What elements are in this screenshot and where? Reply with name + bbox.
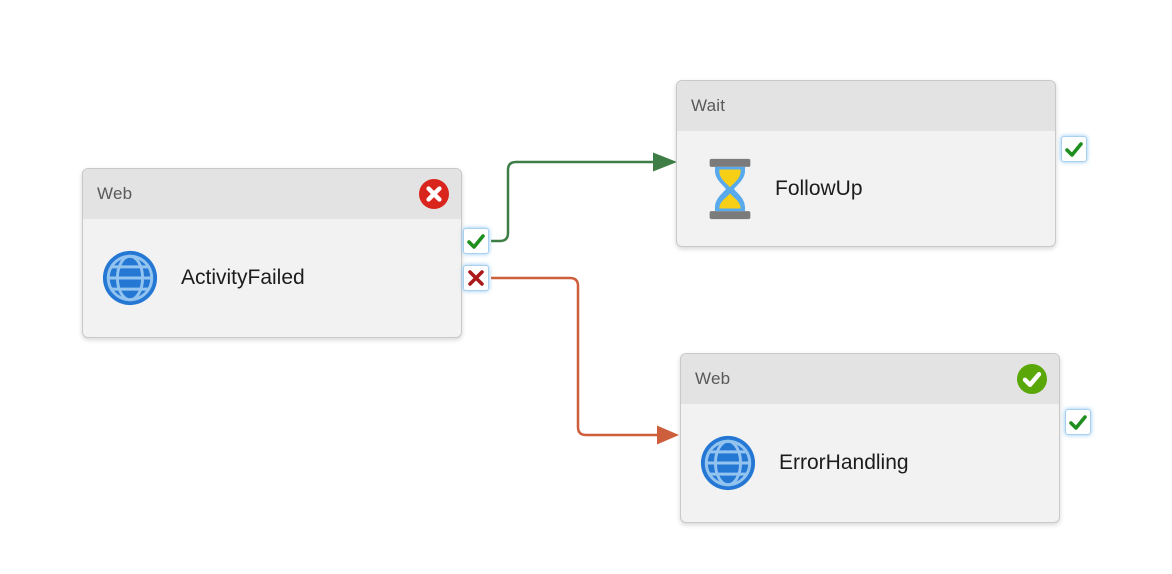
- web-globe-icon: [102, 250, 158, 306]
- activity-name: ErrorHandling: [779, 451, 909, 474]
- success-edge[interactable]: [491, 152, 677, 243]
- activity-body: FollowUp: [677, 131, 1055, 247]
- failure-edge[interactable]: [491, 276, 679, 445]
- failure-port[interactable]: [463, 265, 489, 291]
- activity-type-label: Web: [695, 369, 731, 388]
- activity-name: FollowUp: [775, 177, 863, 200]
- success-port[interactable]: [463, 228, 489, 254]
- activity-header: Wait: [677, 81, 1055, 131]
- check-icon: [1069, 415, 1087, 430]
- failed-status-badge: [419, 179, 449, 209]
- cross-icon: [468, 270, 484, 286]
- activity-node-activityfailed[interactable]: Web ActivityFailed: [82, 168, 462, 338]
- succeeded-status-badge: [1017, 364, 1047, 394]
- activity-node-errorhandling[interactable]: Web ErrorHandling: [680, 353, 1060, 523]
- check-icon: [1065, 142, 1083, 157]
- activity-type-label: Web: [97, 184, 133, 203]
- wait-hourglass-icon: [709, 158, 751, 220]
- activity-node-followup[interactable]: Wait FollowUp: [676, 80, 1056, 247]
- check-icon: [467, 234, 485, 249]
- activity-header: Web: [83, 169, 461, 219]
- activity-type-label: Wait: [691, 96, 726, 115]
- web-globe-icon: [700, 435, 756, 491]
- failure-edge-arrowhead: [657, 425, 679, 445]
- activity-body: ErrorHandling: [681, 404, 1059, 522]
- activity-header: Web: [681, 354, 1059, 404]
- success-port[interactable]: [1061, 136, 1087, 162]
- success-edge-arrowhead: [653, 152, 677, 172]
- activity-name: ActivityFailed: [181, 266, 305, 289]
- activity-body: ActivityFailed: [83, 219, 461, 337]
- success-port[interactable]: [1065, 409, 1091, 435]
